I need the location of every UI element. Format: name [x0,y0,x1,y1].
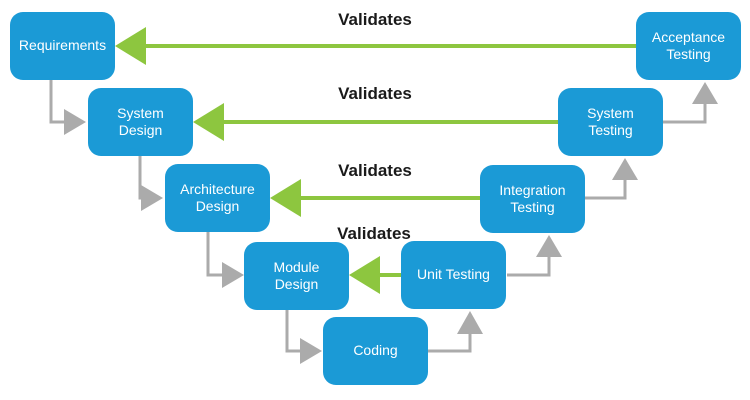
flow-arrow-requirements-to-system-design [49,80,86,135]
box-requirements: Requirements [10,12,115,80]
flow-arrow-architecture-design-to-module-design [206,232,244,288]
validates-arrow-system-testing-to-system-design [193,103,558,141]
flow-arrow-unit-testing-to-integration-testing [507,235,562,277]
box-module-design: Module Design [244,242,349,310]
box-unit-testing: Unit Testing [401,241,506,309]
box-integration-testing: Integration Testing [480,165,585,233]
validates-label-3: Validates [338,161,412,180]
flow-arrow-integration-testing-to-system-testing [585,158,638,200]
validates-label-4: Validates [337,224,411,243]
box-coding: Coding [323,317,428,385]
box-acceptance-testing: Acceptance Testing [636,12,741,80]
validates-arrow-acceptance-testing-to-requirements [115,27,636,65]
validates-arrow-integration-testing-to-architecture-design [270,179,480,217]
flow-arrow-module-design-to-coding [285,310,322,364]
validates-label-2: Validates [338,84,412,103]
validates-arrow-unit-testing-to-module-design [349,256,401,294]
box-architecture-design: Architecture Design [165,164,270,232]
validates-label-1: Validates [338,10,412,29]
flow-arrow-system-design-to-architecture-design [138,156,163,211]
flow-arrow-coding-to-unit-testing [428,311,483,353]
box-system-design: System Design [88,88,193,156]
box-system-testing: System Testing [558,88,663,156]
flow-arrow-system-testing-to-acceptance-testing [663,82,718,124]
